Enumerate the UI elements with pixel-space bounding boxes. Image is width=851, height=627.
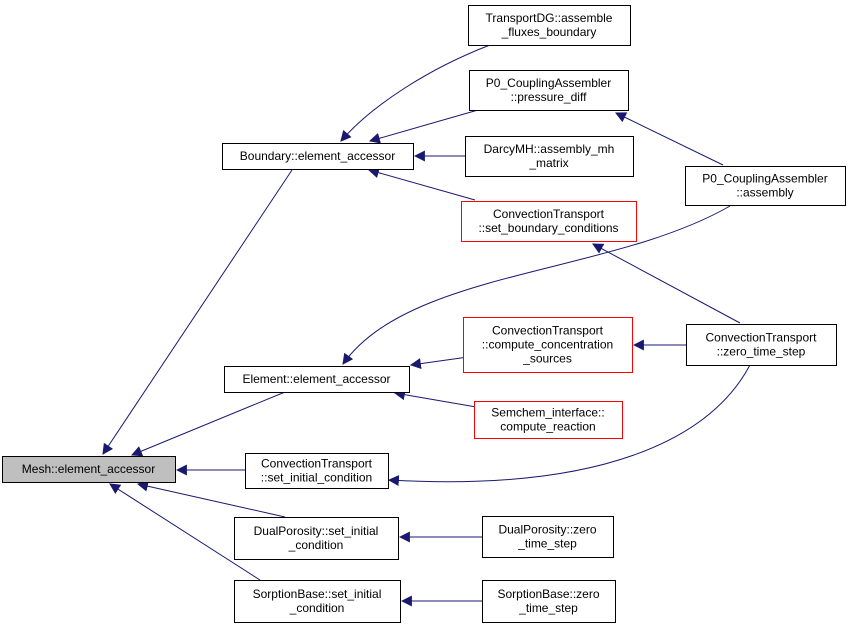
node-box	[474, 401, 623, 439]
node-box	[469, 70, 629, 111]
node-p0-assembly[interactable]: P0_CouplingAssembler::assembly	[685, 166, 846, 206]
node-box	[461, 201, 637, 242]
node-label: ::zero_time_step	[717, 345, 806, 359]
node-label: ::compute_concentration	[482, 338, 613, 352]
node-label: _condition	[289, 601, 345, 615]
node-sb-zero[interactable]: SorptionBase::zero_time_step	[482, 580, 616, 623]
node-dp-set-init[interactable]: DualPorosity::set_initial_condition	[234, 517, 399, 560]
node-ct-set-init[interactable]: ConvectionTransport::set_initial_conditi…	[245, 453, 389, 489]
node-label: TransportDG::assemble	[486, 11, 613, 25]
node-box	[2, 456, 176, 483]
edge-ct_zero-to-ct_set_bc	[592, 243, 741, 324]
node-label: Mesh::element_accessor	[22, 462, 155, 476]
node-box	[482, 516, 614, 558]
edge-semchem-to-element	[393, 389, 483, 409]
node-label: ::assembly	[736, 186, 793, 200]
node-label: P0_CouplingAssembler	[486, 76, 611, 90]
node-mesh[interactable]: Mesh::element_accessor	[2, 456, 176, 483]
edges-layer	[102, 44, 751, 607]
node-box	[468, 5, 631, 46]
edge-element-to-mesh	[130, 391, 286, 457]
edge-p0_pdiff-to-boundary	[368, 109, 479, 144]
node-label: ConvectionTransport	[706, 331, 818, 345]
node-label: ::set_initial_condition	[261, 471, 372, 485]
edge-ct_conc-to-element	[409, 356, 469, 370]
node-sb-set-init[interactable]: SorptionBase::set_initial_condition	[234, 580, 401, 623]
node-label: _condition	[288, 538, 344, 552]
node-label: DarcyMH::assembly_mh	[484, 142, 615, 156]
node-label: ::pressure_diff	[511, 90, 587, 104]
node-box	[463, 317, 633, 373]
edge-p0_assembly-to-p0_pdiff	[615, 112, 724, 166]
node-box	[245, 453, 389, 489]
node-label: DualPorosity::zero	[498, 523, 596, 537]
node-p0-pdiff[interactable]: P0_CouplingAssembler::pressure_diff	[469, 70, 629, 111]
node-label: ConvectionTransport	[261, 457, 373, 471]
node-semchem[interactable]: Semchem_interface::compute_reaction	[474, 401, 623, 439]
node-element[interactable]: Element::element_accessor	[224, 366, 410, 393]
node-ct-set-bc[interactable]: ConvectionTransport::set_boundary_condit…	[461, 201, 637, 242]
node-label: _fluxes_boundary	[501, 25, 597, 39]
node-ct-zero[interactable]: ConvectionTransport::zero_time_step	[686, 324, 837, 366]
node-darcy[interactable]: DarcyMH::assembly_mh_matrix	[465, 136, 634, 177]
node-label: _time_step	[518, 601, 578, 615]
edge-ct_set_bc-to-boundary	[367, 167, 476, 201]
node-box	[686, 324, 837, 366]
node-box	[234, 517, 399, 560]
node-box	[224, 366, 410, 393]
node-label: ConvectionTransport	[493, 207, 605, 221]
node-label: compute_reaction	[500, 420, 595, 434]
node-label: Boundary::element_accessor	[240, 149, 395, 163]
node-label: _matrix	[528, 156, 568, 170]
node-dp-zero[interactable]: DualPorosity::zero_time_step	[482, 516, 614, 558]
node-box	[465, 136, 634, 177]
node-tdg[interactable]: TransportDG::assemble_fluxes_boundary	[468, 5, 631, 46]
node-ct-conc[interactable]: ConvectionTransport::compute_concentrati…	[463, 317, 633, 373]
node-label: SorptionBase::zero	[497, 587, 599, 601]
node-label: P0_CouplingAssembler	[702, 172, 827, 186]
nodes-layer: Mesh::element_accessor Boundary::element_…	[2, 5, 846, 623]
node-label: _time_step	[517, 537, 577, 551]
node-box	[234, 580, 401, 623]
node-box	[222, 143, 414, 170]
node-label: Semchem_interface::	[491, 406, 604, 420]
node-label: DualPorosity::set_initial	[254, 524, 379, 538]
edge-boundary-to-mesh	[102, 169, 293, 455]
node-label: SorptionBase::set_initial	[253, 587, 382, 601]
node-label: ::set_boundary_conditions	[478, 221, 618, 235]
node-label: Element::element_accessor	[242, 372, 390, 386]
edge-dp_set_init-to-mesh	[136, 480, 286, 518]
edge-tdg-to-boundary	[340, 44, 491, 142]
node-boundary[interactable]: Boundary::element_accessor	[222, 143, 414, 170]
edge-sb_set_init-to-mesh	[109, 483, 261, 581]
edge-ct_zero-to-ct_set_init	[387, 364, 751, 487]
node-box	[685, 166, 846, 206]
node-label: _sources	[522, 352, 572, 366]
node-label: ConvectionTransport	[492, 324, 604, 338]
node-box	[482, 580, 616, 623]
edge-p0_assembly-to-element	[342, 205, 731, 365]
